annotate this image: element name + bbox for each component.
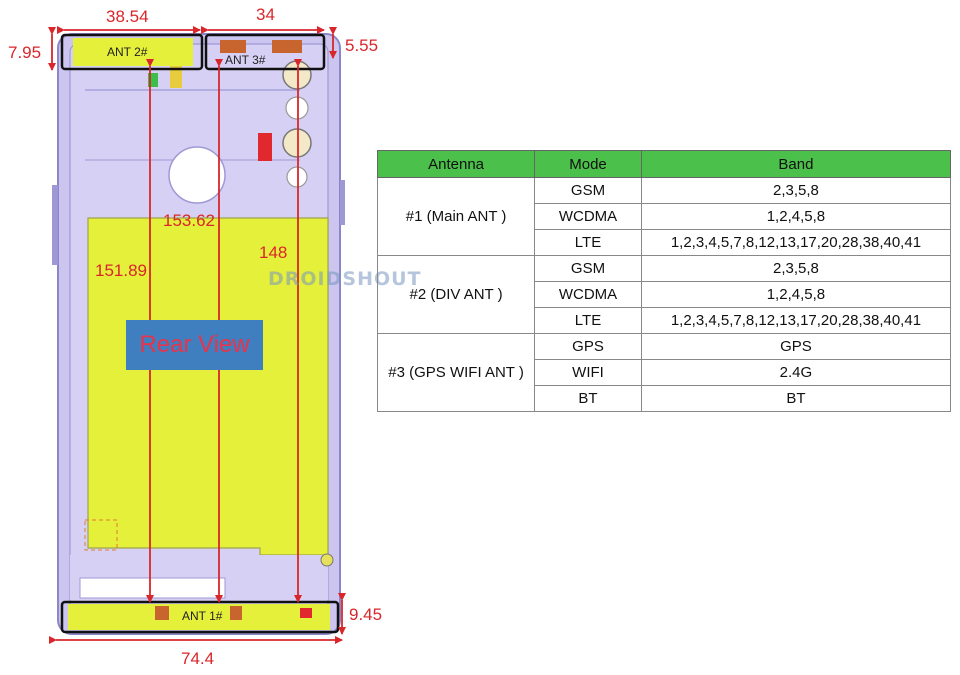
band-cell: 2,3,5,8 xyxy=(640,177,952,204)
dim-top-left-height: 7.95 xyxy=(8,43,41,62)
mode-cell: LTE xyxy=(534,229,642,256)
camera-module-3 xyxy=(282,128,312,158)
dim-top-right-height: 5.55 xyxy=(345,36,378,55)
ant2-label: ANT 2# xyxy=(107,45,148,59)
dim-bottom-height: 9.45 xyxy=(349,605,382,624)
band-cell: 2,3,5,8 xyxy=(640,255,952,282)
mode-cell: GSM xyxy=(534,255,642,282)
ant2-box xyxy=(60,33,204,71)
band-cell: BT xyxy=(640,385,952,412)
mode-cell: GSM xyxy=(534,177,642,204)
ant1-pad-2 xyxy=(230,606,242,620)
mode-cell: WCDMA xyxy=(534,281,642,308)
ant3-box xyxy=(204,33,326,71)
flash-component xyxy=(258,133,272,161)
dim-height-right: 148 xyxy=(259,243,287,262)
screw-hole xyxy=(320,553,334,567)
table-row: WCDMA 1,2,4,5,8 xyxy=(378,281,952,308)
band-cell: GPS xyxy=(640,333,952,360)
mode-cell: LTE xyxy=(534,307,642,334)
table-row: #2 (DIV ANT ) GSM 2,3,5,8 xyxy=(376,255,952,334)
antenna-band-table: Antenna Mode Band #1 (Main ANT ) GSM 2,3… xyxy=(376,150,952,412)
ant2-area xyxy=(73,38,193,66)
table-header-row: Antenna Mode Band xyxy=(376,150,952,178)
band-cell: 2.4G xyxy=(640,359,952,386)
table-row: #3 (GPS WIFI ANT ) GPS GPS xyxy=(376,333,952,412)
header-band: Band xyxy=(640,150,952,178)
ant1-area xyxy=(68,604,330,630)
mode-cell: GPS xyxy=(534,333,642,360)
table-row: BT BT xyxy=(378,385,952,412)
bottom-white-slot xyxy=(79,577,226,599)
camera-module-4 xyxy=(286,166,308,188)
table-row: LTE 1,2,3,4,5,7,8,12,13,17,20,28,38,40,4… xyxy=(378,229,952,256)
antenna-cell: #2 (DIV ANT ) xyxy=(376,255,536,334)
table-row: LTE 1,2,3,4,5,7,8,12,13,17,20,28,38,40,4… xyxy=(378,307,952,334)
antenna-cell: #3 (GPS WIFI ANT ) xyxy=(376,333,536,412)
mode-cell: WIFI xyxy=(534,359,642,386)
band-cell: 1,2,4,5,8 xyxy=(640,281,952,308)
dim-top-right-width: 34 xyxy=(256,5,275,24)
dim-height-center: 153.62 xyxy=(163,211,215,230)
camera-hole xyxy=(168,146,226,204)
camera-module-1 xyxy=(282,60,312,90)
ant1-pad-3 xyxy=(300,608,312,618)
dim-bottom-width: 74.4 xyxy=(181,649,214,668)
table-row: WCDMA 1,2,4,5,8 xyxy=(378,203,952,230)
yellow-component xyxy=(170,66,182,88)
side-button-right xyxy=(340,180,345,225)
table-row: #1 (Main ANT ) GSM 2,3,5,8 xyxy=(376,177,952,256)
mode-cell: BT xyxy=(534,385,642,412)
header-antenna: Antenna xyxy=(376,150,536,178)
ant1-pad-1 xyxy=(155,606,169,620)
band-cell: 1,2,3,4,5,7,8,12,13,17,20,28,38,40,41 xyxy=(640,229,952,256)
mode-cell: WCDMA xyxy=(534,203,642,230)
ant1-label: ANT 1# xyxy=(182,609,223,623)
rear-view-label: Rear View xyxy=(126,320,263,370)
ant3-pad-1 xyxy=(220,40,246,53)
dim-height-left: 151.89 xyxy=(95,261,147,280)
ant3-label: ANT 3# xyxy=(225,53,266,67)
band-cell: 1,2,4,5,8 xyxy=(640,203,952,230)
camera-module-2 xyxy=(285,96,309,120)
band-cell: 1,2,3,4,5,7,8,12,13,17,20,28,38,40,41 xyxy=(640,307,952,334)
ant3-pad-2 xyxy=(272,40,302,53)
dashed-marker xyxy=(84,519,118,551)
side-button-left xyxy=(52,185,58,265)
dim-top-left-width: 38.54 xyxy=(106,7,149,26)
header-mode: Mode xyxy=(534,150,642,178)
antenna-cell: #1 (Main ANT ) xyxy=(376,177,536,256)
